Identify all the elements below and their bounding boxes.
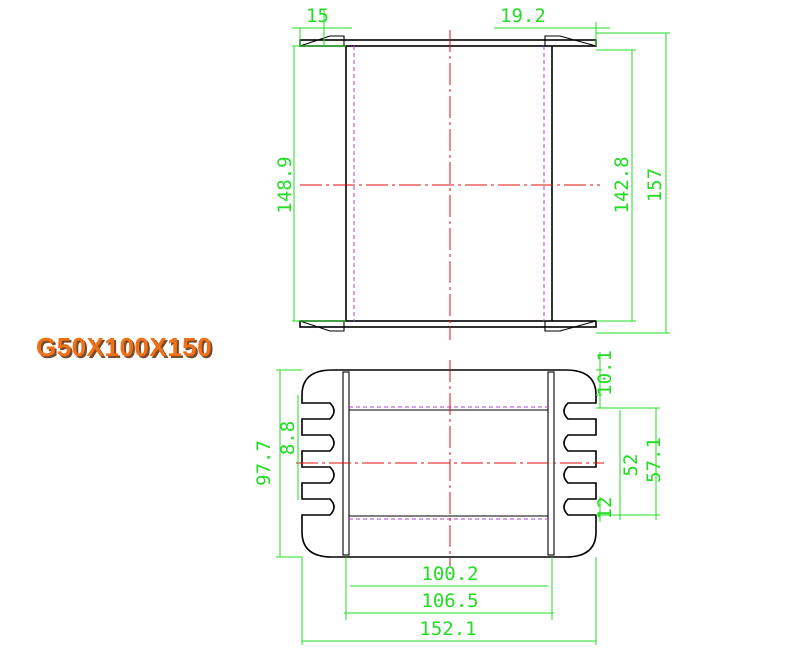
top-view: 15 19.2 148.9 142.8 157 — [274, 5, 670, 340]
right-flange-outline — [552, 369, 597, 558]
dimension-106-5: 106.5 — [421, 590, 478, 612]
bottom-flange-plate — [299, 320, 597, 328]
bottom-view: 10.1 52 57.1 12 97.7 8.8 100.2 106.5 152… — [253, 350, 665, 645]
dimension-157: 157 — [644, 168, 666, 202]
left-top-tab — [299, 35, 345, 47]
part-title: G50X100X150 — [36, 332, 213, 362]
dimension-148-9: 148.9 — [274, 156, 296, 213]
dimension-57-1: 57.1 — [643, 437, 665, 483]
left-flange-outline — [301, 369, 346, 558]
dimension-100-2: 100.2 — [421, 563, 478, 585]
dimension-15: 15 — [306, 5, 329, 27]
dimension-10-1: 10.1 — [594, 350, 616, 396]
dimension-19-2: 19.2 — [500, 5, 546, 27]
dimension-12: 12 — [594, 497, 616, 520]
left-bottom-tab — [299, 320, 345, 332]
dimension-97-7: 97.7 — [253, 440, 275, 486]
dimension-52: 52 — [620, 454, 642, 477]
dimension-8-8: 8.8 — [277, 421, 299, 455]
dimension-152-1: 152.1 — [419, 618, 476, 640]
right-bottom-tab — [544, 320, 597, 332]
dimension-142-8: 142.8 — [611, 156, 633, 213]
right-top-tab — [544, 35, 597, 47]
